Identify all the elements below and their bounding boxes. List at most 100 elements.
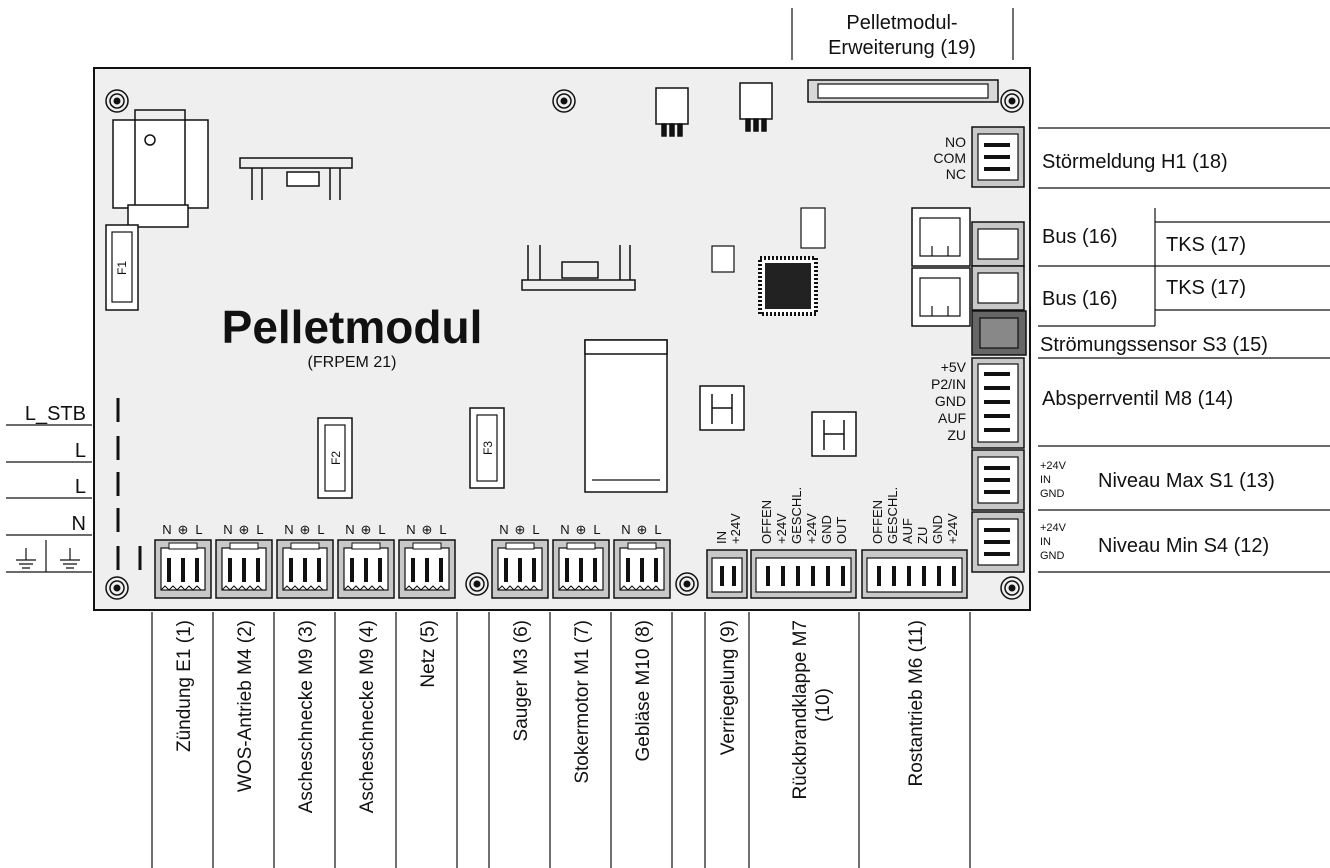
fuse-f2: F2: [317, 417, 353, 499]
label-rueckbrand: Rückbrandklappe M7: [790, 620, 811, 800]
connector-verriegelung: [706, 549, 748, 599]
fuse-f1: F1: [105, 224, 139, 311]
label-niveau-max: Niveau Max S1 (13): [1098, 470, 1275, 492]
label-netz: Netz (5): [418, 620, 439, 688]
board-subtitle: (FRPEM 21): [308, 354, 397, 371]
svg-text:+24V: +24V: [774, 513, 789, 544]
connector-rostantrieb: [861, 549, 968, 599]
label-rostantrieb: Rostantrieb M6 (11): [906, 620, 927, 787]
label-geblaese: Gebläse M10 (8): [633, 620, 654, 762]
svg-text:N: N: [560, 522, 569, 537]
label-bus-1: Bus (16): [1042, 226, 1118, 248]
svg-text:+24V: +24V: [1040, 522, 1067, 534]
right-side-connectors: [911, 126, 1027, 573]
svg-text:NC: NC: [946, 166, 966, 182]
right-pin-labels: NO COM NC +5V P2/IN GND AUF ZU: [931, 134, 967, 443]
expansion-connector: [807, 79, 999, 103]
svg-text:⊕: ⊕: [576, 522, 587, 537]
svg-text:+24V: +24V: [945, 513, 960, 544]
label-asche3: Ascheschnecke M9 (3): [296, 620, 317, 813]
svg-text:+24V: +24V: [1040, 460, 1067, 472]
connector-stoker: [552, 539, 610, 599]
svg-text:OFFEN: OFFEN: [759, 500, 774, 544]
label-rueckbrand-num: (10): [813, 688, 834, 722]
svg-text:F2: F2: [329, 451, 343, 465]
svg-text:OFFEN: OFFEN: [870, 500, 885, 544]
label-bus-2: Bus (16): [1042, 288, 1118, 310]
svg-text:⊕: ⊕: [422, 522, 433, 537]
svg-text:N: N: [406, 522, 415, 537]
svg-text:L: L: [593, 522, 600, 537]
board-title: Pelletmodul: [222, 301, 483, 353]
top-connector-line2: Erweiterung (19): [828, 37, 976, 59]
svg-text:L: L: [256, 522, 263, 537]
heatsink: [239, 157, 353, 200]
terminal-label: L: [75, 476, 86, 498]
connector-zuendung: [154, 539, 212, 599]
svg-text:GESCHL.: GESCHL.: [885, 487, 900, 544]
svg-text:N: N: [345, 522, 354, 537]
microcontroller-chip: [758, 256, 818, 316]
svg-text:IN: IN: [1040, 474, 1051, 486]
bottom-connector-labels: Zündung E1 (1) WOS-Antrieb M4 (2) Asches…: [174, 620, 927, 813]
svg-text:GND: GND: [935, 393, 966, 409]
svg-text:N: N: [284, 522, 293, 537]
heatsink-2: [521, 245, 636, 291]
top-connector-line1: Pelletmodul-: [846, 12, 957, 34]
svg-text:AUF: AUF: [900, 518, 915, 544]
svg-text:OUT: OUT: [834, 517, 849, 545]
label-niveau-min: Niveau Min S4 (12): [1098, 535, 1269, 557]
svg-text:GND: GND: [1040, 488, 1065, 500]
svg-text:+24V: +24V: [804, 513, 819, 544]
svg-text:IN: IN: [1040, 536, 1051, 548]
connector-netz: [398, 539, 456, 599]
svg-text:COM: COM: [933, 150, 966, 166]
svg-text:⊕: ⊕: [239, 522, 250, 537]
terminal-label: L: [75, 440, 86, 462]
svg-text:AUF: AUF: [938, 410, 966, 426]
jumper: [699, 385, 857, 457]
svg-text:N: N: [499, 522, 508, 537]
transistor: [655, 82, 773, 137]
svg-text:F1: F1: [115, 261, 129, 275]
label-verriegelung: Verriegelung (9): [718, 620, 739, 755]
label-absperr: Absperrventil M8 (14): [1042, 388, 1233, 410]
terminal-label: N: [72, 513, 86, 535]
pin-labels-3pin: N ⊕ L N ⊕ L N ⊕ L N ⊕ L N ⊕ L N ⊕ L N ⊕ …: [162, 522, 661, 537]
top-connector-label: Pelletmodul- Erweiterung (19): [791, 8, 1014, 60]
connector-asche4: [337, 539, 395, 599]
svg-text:N: N: [162, 522, 171, 537]
connector-wos: [215, 539, 273, 599]
label-stroemung: Strömungssensor S3 (15): [1040, 334, 1268, 356]
svg-text:⊕: ⊕: [637, 522, 648, 537]
relay-block: [584, 339, 668, 493]
svg-text:IN: IN: [714, 531, 729, 544]
connector-asche3: [276, 539, 334, 599]
ground-icon: [16, 548, 80, 569]
svg-text:L: L: [378, 522, 385, 537]
pin-header: [711, 207, 826, 273]
svg-text:+24V: +24V: [728, 513, 743, 544]
pin-labels-multi: IN +24V OFFEN +24V GESCHL. +24V GND OUT …: [714, 487, 960, 544]
svg-text:F3: F3: [481, 441, 495, 455]
label-wos: WOS-Antrieb M4 (2): [235, 620, 256, 792]
connector-rueckbrand: [750, 549, 857, 599]
svg-text:NO: NO: [945, 134, 966, 150]
label-zuendung: Zündung E1 (1): [174, 620, 195, 752]
bottom-dividers: [151, 612, 971, 868]
svg-text:L: L: [195, 522, 202, 537]
svg-text:L: L: [654, 522, 661, 537]
svg-text:ZU: ZU: [915, 527, 930, 544]
label-tks-1: TKS (17): [1166, 234, 1246, 256]
label-sauger: Sauger M3 (6): [511, 620, 532, 741]
transformer-component: [112, 109, 209, 228]
svg-text:GND: GND: [819, 515, 834, 544]
svg-text:⊕: ⊕: [300, 522, 311, 537]
label-asche4: Ascheschnecke M9 (4): [357, 620, 378, 813]
svg-text:N: N: [223, 522, 232, 537]
fuse-f3: F3: [469, 407, 505, 489]
bottom-connectors-group: [154, 539, 671, 599]
terminal-label: L_STB: [25, 403, 86, 425]
svg-text:L: L: [317, 522, 324, 537]
